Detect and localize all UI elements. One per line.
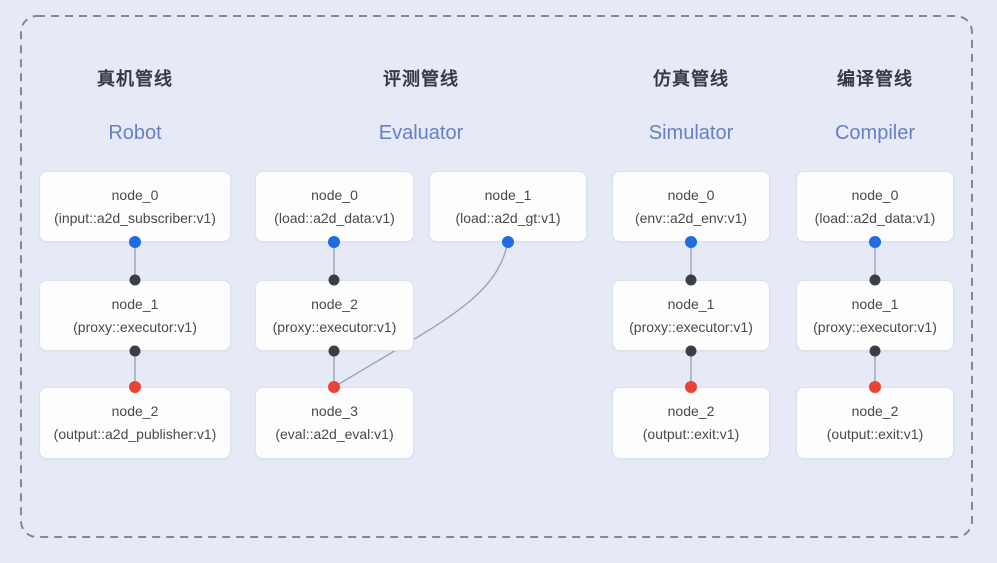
node-detail-label: (proxy::executor:v1) — [813, 318, 937, 335]
node-name-label: node_3 — [311, 403, 358, 419]
pipeline-title-en-simulator: Simulator — [648, 122, 734, 144]
pipeline-title-en-compiler: Compiler — [834, 122, 916, 144]
node-name-label: node_1 — [851, 295, 899, 312]
pipeline-title-cn-evaluator: 评测管线 — [383, 69, 459, 89]
node-compiler-node_0: node_0(load::a2d_data:v1) — [796, 171, 954, 242]
node-evaluator-node_1: node_1(load::a2d_gt:v1) — [429, 171, 587, 242]
dashed-border — [20, 15, 973, 538]
pipeline-title-cn-robot: 真机管线 — [97, 69, 173, 89]
node-name-label: node_0 — [111, 186, 159, 203]
node-name-label: node_0 — [667, 186, 715, 203]
node-name-label: node_2 — [311, 295, 358, 312]
node-detail-label: (proxy::executor:v1) — [629, 318, 753, 335]
node-detail-label: (eval::a2d_eval:v1) — [275, 426, 394, 442]
node-compiler-node_2: node_2(output::exit:v1) — [796, 387, 954, 459]
node-name-label: node_1 — [484, 186, 532, 203]
node-robot-node_2: node_2(output::a2d_publisher:v1) — [39, 387, 231, 459]
node-name-label: node_0 — [851, 186, 899, 203]
node-name-label: node_2 — [851, 403, 899, 419]
node-detail-label: (env::a2d_env:v1) — [634, 209, 748, 226]
node-detail-label: (input::a2d_subscriber:v1) — [54, 209, 216, 226]
pipeline-title-cn-simulator: 仿真管线 — [653, 69, 729, 89]
pipeline-title-cn-compiler: 编译管线 — [837, 69, 913, 89]
pipeline-title-en-evaluator: Evaluator — [378, 122, 464, 144]
node-name-label: node_2 — [667, 403, 715, 419]
node-compiler-node_1: node_1(proxy::executor:v1) — [796, 280, 954, 351]
edge-curve-4 — [333, 241, 509, 388]
node-robot-node_1: node_1(proxy::executor:v1) — [39, 280, 231, 351]
node-detail-label: (load::a2d_gt:v1) — [455, 209, 561, 226]
node-detail-label: (proxy::executor:v1) — [73, 318, 197, 335]
node-simulator-node_2: node_2(output::exit:v1) — [612, 387, 770, 459]
node-detail-label: (output::exit:v1) — [642, 426, 740, 442]
node-evaluator-node_2: node_2(proxy::executor:v1) — [255, 280, 414, 351]
node-detail-label: (load::a2d_data:v1) — [274, 209, 395, 226]
node-evaluator-node_0: node_0(load::a2d_data:v1) — [255, 171, 414, 242]
pipeline-title-en-robot: Robot — [108, 122, 162, 144]
node-name-label: node_0 — [311, 186, 358, 203]
node-evaluator-node_3: node_3(eval::a2d_eval:v1) — [255, 387, 414, 459]
node-detail-label: (proxy::executor:v1) — [272, 318, 397, 335]
node-name-label: node_2 — [111, 403, 159, 419]
node-detail-label: (output::a2d_publisher:v1) — [53, 426, 217, 442]
node-name-label: node_1 — [111, 295, 159, 312]
node-name-label: node_1 — [667, 295, 715, 312]
node-simulator-node_1: node_1(proxy::executor:v1) — [612, 280, 770, 351]
node-robot-node_0: node_0(input::a2d_subscriber:v1) — [39, 171, 231, 242]
node-simulator-node_0: node_0(env::a2d_env:v1) — [612, 171, 770, 242]
node-detail-label: (load::a2d_data:v1) — [814, 209, 936, 226]
node-detail-label: (output::exit:v1) — [826, 426, 924, 442]
